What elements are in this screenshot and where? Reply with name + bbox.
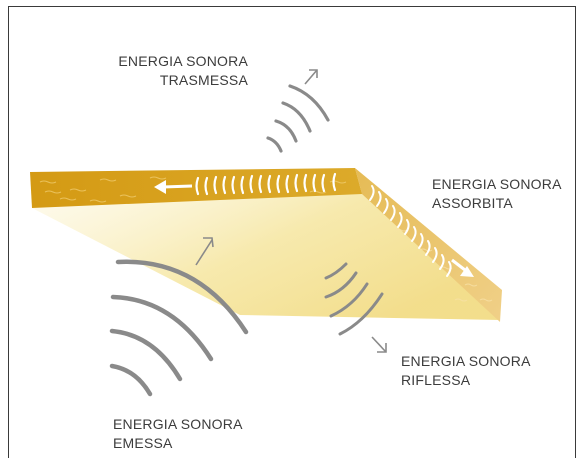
sound-wave-icon bbox=[288, 84, 330, 122]
arrow-icon bbox=[451, 258, 466, 272]
absorption-arrow-left bbox=[154, 180, 193, 194]
label-reflected-line1: ENERGIA SONORA bbox=[401, 353, 531, 369]
light-beam bbox=[32, 190, 500, 320]
label-emitted-line1: ENERGIA SONORA bbox=[113, 416, 243, 432]
absorption-waves-side bbox=[369, 185, 452, 277]
label-absorbed-energy: ENERGIA SONORA ASSORBITA bbox=[432, 175, 562, 213]
emitted-waves bbox=[109, 259, 249, 397]
sound-wave-icon bbox=[281, 101, 312, 133]
sound-wave-icon bbox=[115, 259, 249, 335]
sound-wave-icon bbox=[329, 282, 369, 318]
reflected-waves bbox=[324, 262, 384, 336]
label-transmitted-line1: ENERGIA SONORA bbox=[118, 53, 248, 69]
transmitted-waves bbox=[266, 84, 330, 153]
absorption-arrow-right bbox=[451, 258, 474, 277]
sound-wave-icon bbox=[109, 328, 183, 382]
label-reflected-energy: ENERGIA SONORA RIFLESSA bbox=[401, 352, 531, 390]
emitted-arrow bbox=[195, 237, 214, 266]
label-emitted-energy: ENERGIA SONORA EMESSA bbox=[113, 415, 243, 453]
reflected-arrow bbox=[371, 336, 387, 353]
diagram-frame bbox=[8, 6, 576, 458]
label-reflected-line2: RIFLESSA bbox=[401, 372, 471, 388]
panel-texture bbox=[39, 176, 347, 203]
sound-wave-icon bbox=[266, 136, 283, 153]
transmitted-arrow bbox=[304, 69, 318, 85]
sound-wave-icon bbox=[110, 294, 214, 362]
label-absorbed-line1: ENERGIA SONORA bbox=[432, 176, 562, 192]
sound-wave-icon bbox=[338, 292, 384, 336]
sound-wave-icon bbox=[109, 363, 153, 397]
label-transmitted-line2: TRASMESSA bbox=[159, 72, 248, 88]
arrow-icon bbox=[162, 184, 193, 189]
panel-side-face bbox=[355, 168, 502, 322]
label-emitted-line2: EMESSA bbox=[113, 435, 173, 451]
sound-wave-icon bbox=[274, 119, 298, 143]
sound-wave-icon bbox=[324, 262, 348, 280]
label-transmitted-energy: ENERGIA SONORA TRASMESSA bbox=[98, 52, 248, 90]
absorption-waves-front bbox=[195, 172, 337, 196]
sound-wave-icon bbox=[324, 271, 358, 299]
label-absorbed-line2: ASSORBITA bbox=[432, 195, 513, 211]
